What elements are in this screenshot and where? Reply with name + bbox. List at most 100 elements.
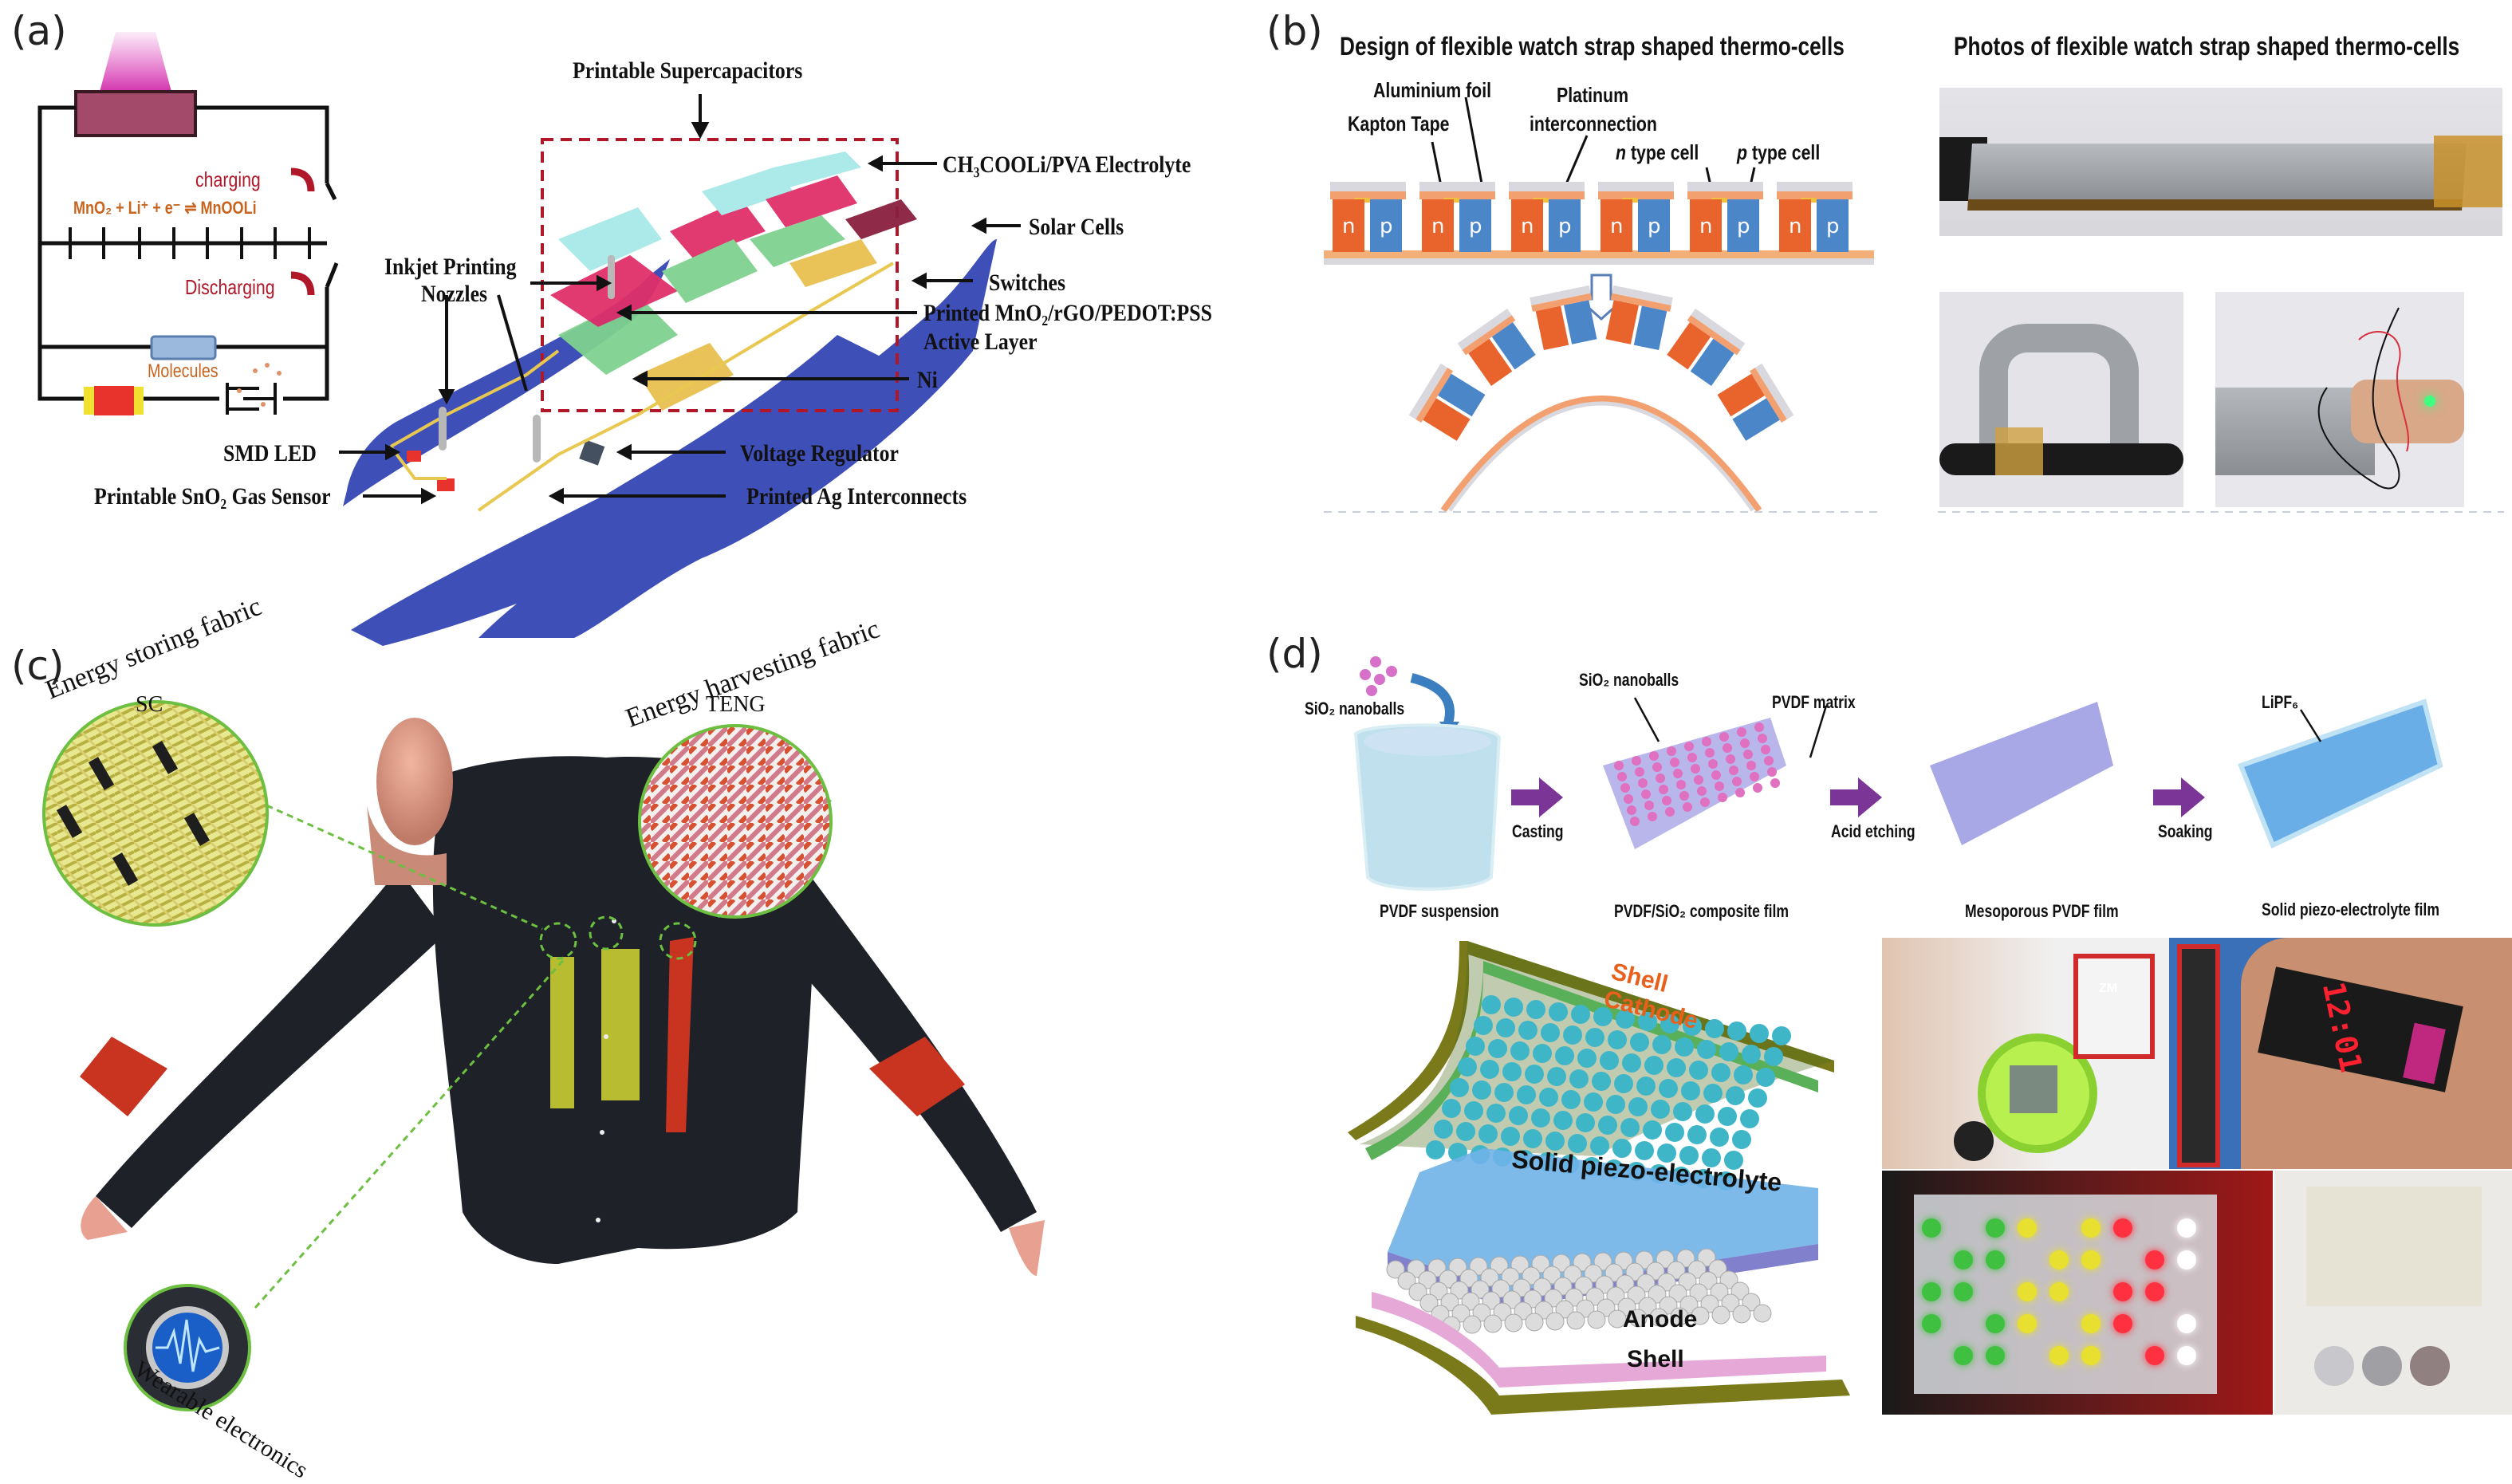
cathode-particle [1526,1000,1545,1019]
cathode-particle [1614,1074,1633,1093]
anode-particle [1490,1256,1509,1275]
pvdf-matrix-label: PVDF matrix [1772,692,1856,712]
photo-thermocell-on-wrist [2215,292,2464,507]
beaker-icon [1353,723,1502,891]
aluminium-foil-strip [1598,182,1674,191]
callout-p-type-cell: p type cell [1737,140,1820,165]
supercapacitor-device-illustration [339,94,1021,646]
n-type-cell [1333,199,1364,252]
inset-zm-text: ZM [2099,982,2118,995]
sio2-nanoball [1723,743,1732,753]
anode-particle [1648,1285,1667,1304]
sio2-nanoball [1632,756,1641,766]
anode-particle [1625,1262,1644,1281]
anode-particle [1469,1257,1488,1276]
cathode-particle [1458,1057,1477,1077]
mannequin-head [376,718,453,845]
led-light [2177,1346,2196,1365]
cathode-particle [1509,1106,1528,1125]
cathode-particle [1456,1122,1475,1141]
n-type-cell [1667,322,1711,370]
n-type-cell [1690,199,1722,252]
led-light [1922,1282,1941,1301]
arch-cell-pair [1667,309,1746,387]
p-type-cell [1549,199,1581,252]
callout-ni: Ni [917,367,938,393]
process-arrow-icon [1511,777,1563,817]
arch-substrate [1440,396,1762,513]
cathode-particle [1474,1016,1493,1035]
cathode-particle [1592,1072,1611,1091]
anode-particle [1463,1315,1482,1334]
anode-particle [1471,1280,1490,1299]
stage-composite-film: PVDF/SiO₂ composite film [1614,901,1790,921]
cathode-particle [1695,1104,1715,1124]
sio2-nanoball [1737,727,1746,737]
callout-voltage-regulator: Voltage Regulator [740,440,899,466]
arch-cell-pair [1605,285,1673,351]
cathode-particle [1533,1044,1552,1063]
anode-particle [1531,1254,1550,1273]
anode-particle [1504,1313,1523,1332]
aluminium-foil-strip [1777,182,1853,191]
kapton-strip [1777,191,1853,199]
solar-cell-icon [74,90,197,137]
sio2-nanoball [1624,794,1633,804]
smd-led-icon [407,451,421,462]
p-type-cell [1690,338,1734,387]
discharging-label: Discharging [185,275,275,299]
n-type-cell [1468,338,1513,387]
cathode-particle [1643,1120,1662,1140]
panel-d-label: (d) [1266,631,1323,677]
callout-inkjet-2: Nozzles [421,281,488,307]
sc-patch [601,949,640,1100]
resistor-icon [150,335,217,360]
cathode-particle [1660,1014,1679,1033]
cathode-particle [1442,1099,1461,1118]
sio2-nanoball [1667,746,1676,756]
cathode-particle [1496,1018,1515,1037]
p-cell-label: p [1380,215,1393,238]
lipf6-label: LiPF₆ [2262,692,2299,712]
inkjet-nozzle-icon [533,415,541,463]
sio2-nanoball [1670,758,1679,767]
cathode-particle [1545,1132,1565,1151]
anode-particle [1679,1295,1699,1314]
anode-particle [1753,1304,1772,1323]
led-light [2018,1218,2037,1238]
waveform-icon [156,1319,220,1372]
cathode-particle [1726,1086,1745,1105]
sio2-nanoball [1630,817,1640,826]
anode-particle [1670,1307,1689,1326]
sio2-nanoball [1627,805,1636,815]
sio2-nanoball [1729,766,1738,775]
callout-active-layer-1: Printed MnO₂/rGO/PEDOT:PSS [923,300,1213,326]
anode-particle [1614,1251,1633,1270]
anode-particle [1542,1266,1561,1285]
anode-particle [1472,1303,1491,1322]
anode-particle [1646,1262,1665,1281]
cathode-particle [1644,1056,1664,1075]
sio2-nanoball [1750,772,1759,781]
cathode-particle [1702,1148,1721,1167]
panel-b-label: (b) [1266,8,1323,54]
photo-led-matrix-lit [1882,1171,2273,1415]
sio2-nanoball [1614,761,1624,770]
cathode-particle [1510,1041,1530,1061]
led-light [2049,1250,2069,1269]
anode-particle [1617,1297,1636,1317]
kapton-strip [1330,191,1406,199]
cathode-particle [1549,1002,1568,1021]
cathode-particle [1732,1130,1751,1149]
anode-particle [1604,1263,1624,1282]
anode-particle [1595,1275,1614,1294]
arch-cell-pair [1717,363,1794,441]
process-arrow-icon [2153,777,2205,817]
cathode-particle [1577,1049,1597,1068]
sio2-nanoball [1758,734,1767,743]
n-type-cell [1717,373,1765,417]
sio2-nanoballs-input-label: SiO₂ nanoballs [1305,699,1405,718]
cathode-particle [1517,1085,1536,1104]
sio2-nanoball [1617,772,1627,781]
callout-smd-led: SMD LED [223,440,317,466]
